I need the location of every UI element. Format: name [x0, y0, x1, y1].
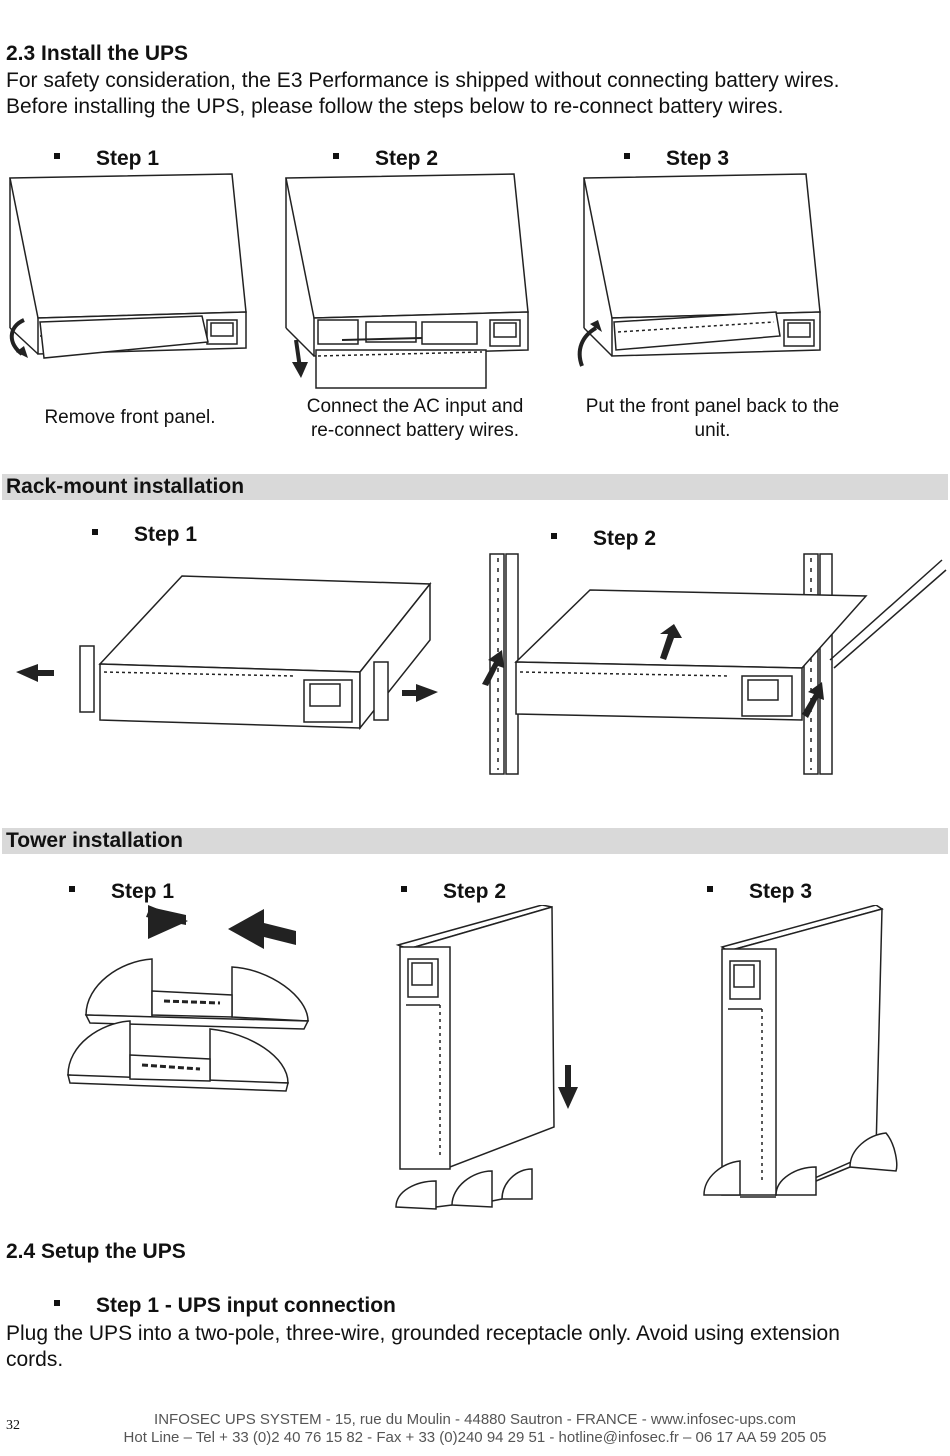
replace-front-panel-illustration [577, 173, 821, 367]
remove-front-panel-illustration [9, 173, 247, 359]
install-step-2-label: Step 2 [333, 147, 438, 171]
rack-mount-section-band: Rack-mount installation [2, 474, 948, 500]
bullet-icon [551, 533, 557, 540]
install-step-1-label: Step 1 [54, 147, 159, 171]
bullet-icon [69, 886, 75, 893]
footer-line-2: Hot Line – Tel + 33 (0)2 40 76 15 82 - F… [123, 1429, 827, 1446]
footer-line-1: INFOSEC UPS SYSTEM - 15, rue du Moulin -… [154, 1411, 796, 1428]
setup-paragraph-line2: cords. [6, 1348, 64, 1371]
bullet-icon [92, 529, 98, 536]
install-step-3-label: Step 3 [624, 147, 729, 171]
tower-stands-assembly-illustration [67, 905, 310, 1092]
page-number: 32 [6, 1418, 20, 1433]
tower-step-2-label: Step 2 [401, 880, 506, 904]
rack-brackets-illustration [16, 575, 438, 731]
bullet-icon [54, 1300, 60, 1307]
tower-title: Tower installation [6, 829, 183, 852]
install-step-1-caption: Remove front panel. [44, 407, 216, 428]
rack-step-1-label: Step 1 [92, 523, 197, 547]
setup-step-1-label: Step 1 - UPS input connection [54, 1294, 396, 1318]
bullet-icon [54, 153, 60, 160]
install-paragraph-line1: For safety consideration, the E3 Perform… [6, 69, 840, 92]
bullet-icon [624, 153, 630, 160]
bullet-icon [707, 886, 713, 893]
connect-battery-wires-illustration [285, 173, 529, 389]
section-title-install: 2.3 Install the UPS [6, 42, 189, 65]
section-title-setup: 2.4 Setup the UPS [6, 1240, 186, 1263]
tower-standing-illustration [703, 905, 898, 1198]
bullet-icon [401, 886, 407, 893]
bullet-icon [333, 153, 339, 160]
rack-step-2-label: Step 2 [551, 527, 656, 551]
tower-place-on-stands-illustration [395, 905, 578, 1210]
rack-mount-title: Rack-mount installation [6, 475, 245, 498]
setup-paragraph-line1: Plug the UPS into a two-pole, three-wire… [6, 1322, 840, 1345]
install-paragraph-line2: Before installing the UPS, please follow… [6, 95, 784, 118]
install-step-3-caption-line2: unit. [694, 420, 731, 441]
tower-section-band: Tower installation [2, 828, 948, 854]
rack-slide-in-illustration [482, 553, 947, 775]
tower-step-1-label: Step 1 [69, 880, 174, 904]
install-step-3-caption-line1: Put the front panel back to the [585, 396, 840, 417]
tower-step-3-label: Step 3 [707, 880, 812, 904]
install-step-2-caption-line1: Connect the AC input and [306, 396, 524, 417]
install-step-2-caption-line2: re-connect battery wires. [310, 420, 520, 441]
